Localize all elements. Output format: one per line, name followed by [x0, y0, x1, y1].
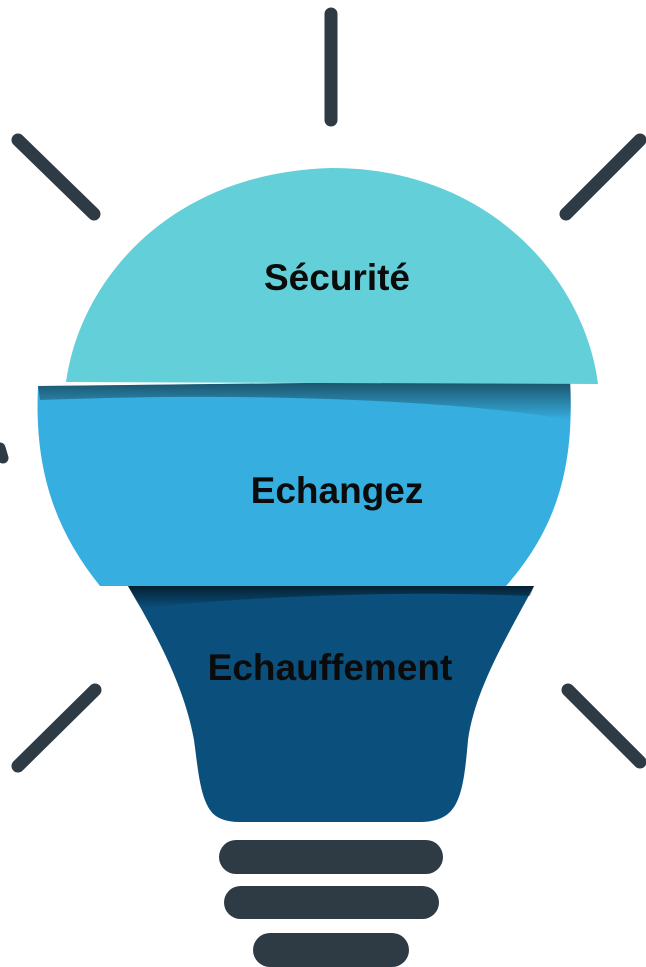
fold-shadow-middle [38, 380, 571, 420]
light-rays [0, 7, 646, 773]
segment-bottom [128, 586, 534, 822]
segment-middle [37, 380, 571, 586]
segment-middle-label: Echangez [251, 470, 424, 511]
segment-bottom-label: Echauffement [208, 647, 453, 688]
base-bar-2 [224, 886, 439, 919]
ray-upper-right [559, 133, 646, 221]
bulb-base [219, 840, 443, 967]
ray-lower-left [11, 683, 102, 773]
ray-upper-left [11, 133, 101, 221]
ray-left-stub [0, 442, 9, 464]
segment-top-label: Sécurité [264, 257, 410, 298]
ray-lower-right [561, 683, 646, 769]
segment-top [66, 168, 598, 384]
fold-shadow-bottom [128, 586, 534, 608]
base-bar-3 [253, 933, 409, 967]
base-bar-1 [219, 840, 443, 874]
